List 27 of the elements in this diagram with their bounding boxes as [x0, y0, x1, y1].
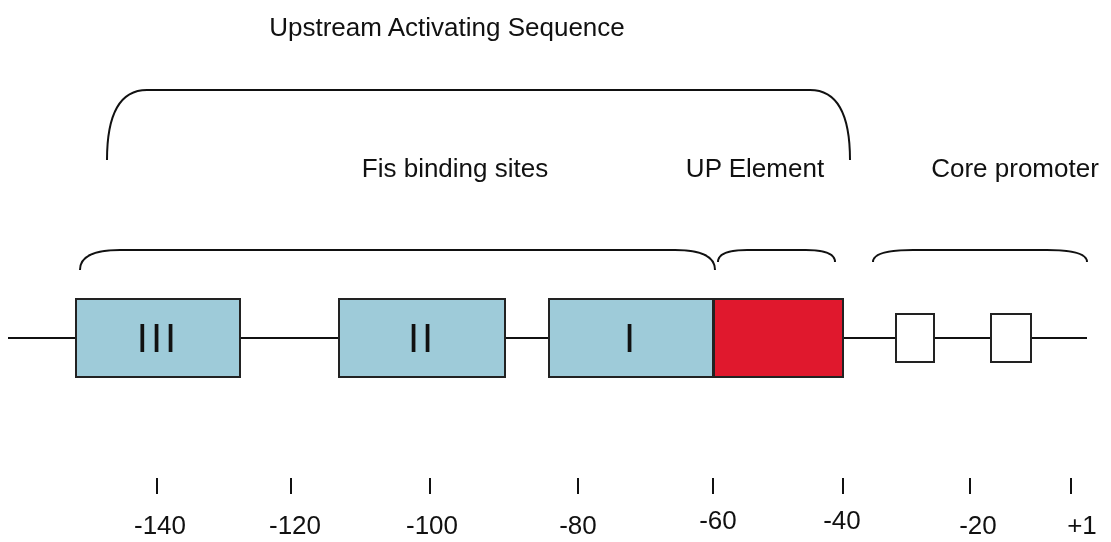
- dna-line: [843, 337, 896, 339]
- roman-numeral: III: [136, 315, 180, 361]
- position-label: -60: [699, 505, 737, 536]
- dna-line: [1031, 337, 1088, 339]
- dna-line: [7, 337, 76, 339]
- roman-numeral: I: [623, 315, 639, 361]
- dna-line: [934, 337, 991, 339]
- position-label: -80: [559, 510, 597, 541]
- roman-numeral: II: [407, 315, 437, 361]
- position-label: -40: [823, 505, 861, 536]
- position-label: -100: [406, 510, 458, 541]
- region-label: Upstream Activating Sequence: [269, 12, 625, 43]
- position-label: +1: [1067, 510, 1097, 541]
- region-label: Fis binding sites: [361, 153, 549, 184]
- binding-site-box: [338, 298, 506, 378]
- dna-line: [240, 337, 339, 339]
- region-label: UP Element: [685, 153, 825, 184]
- element-box: [713, 298, 844, 378]
- position-label: -140: [134, 510, 186, 541]
- core-box: [895, 313, 935, 363]
- region-label: Core promoter: [931, 153, 1099, 184]
- position-label: -20: [959, 510, 997, 541]
- binding-site-box: [75, 298, 241, 378]
- binding-site-box: [548, 298, 714, 378]
- dna-line: [505, 337, 549, 339]
- position-label: -120: [269, 510, 321, 541]
- core-box: [990, 313, 1032, 363]
